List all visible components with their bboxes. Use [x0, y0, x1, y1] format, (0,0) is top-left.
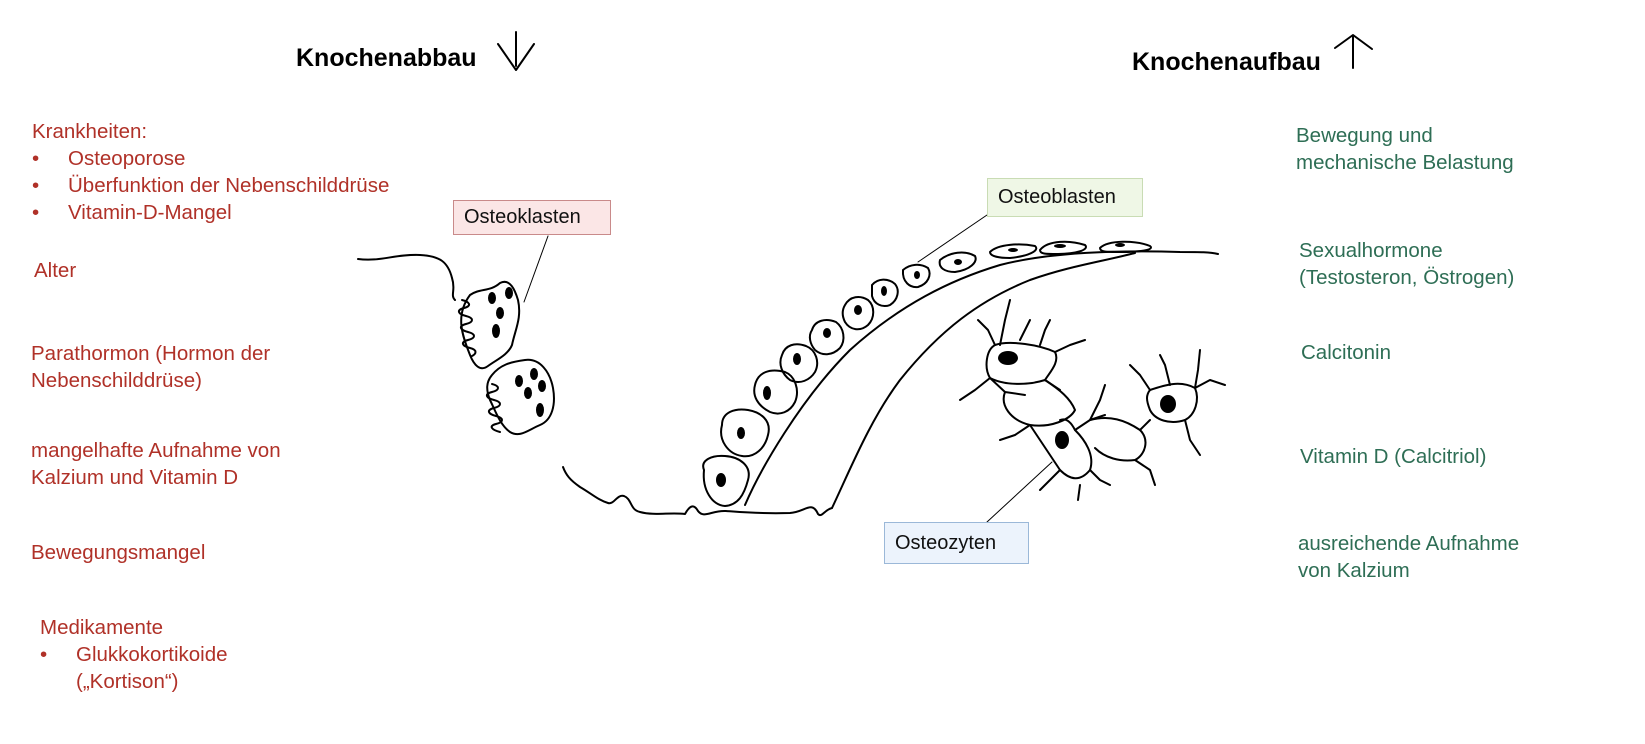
list-item-text: Glukkokortikoide („Kortison“)	[76, 641, 228, 695]
text-line: Glukkokortikoide	[76, 643, 228, 666]
bullet-icon: •	[32, 174, 40, 197]
bone-inner-line	[831, 252, 1136, 509]
bewegung-text: Bewegung und mechanische Belastung	[1296, 122, 1514, 176]
bullet-icon: •	[40, 643, 48, 666]
medikamente-block: Medikamente • Glukkokortikoide („Kortiso…	[40, 614, 228, 695]
osteozyten-label: Osteozyten	[884, 522, 1029, 564]
osteoblasten-pointer-line	[917, 214, 988, 263]
osteozyten-pointer-line	[986, 461, 1053, 523]
calcitonin-text: Calcitonin	[1301, 341, 1392, 364]
text-line: mechanische Belastung	[1296, 151, 1514, 174]
list-item: • Osteoporose	[32, 145, 389, 172]
heading-knochenaufbau: Knochenaufbau	[1132, 48, 1321, 76]
list-item-text: Überfunktion der Nebenschilddrüse	[68, 174, 390, 197]
arrow-up-icon	[1334, 34, 1373, 69]
text-line: mangelhafte Aufnahme von	[31, 439, 281, 462]
medikamente-title: Medikamente	[40, 616, 164, 639]
heading-knochenabbau: Knochenabbau	[296, 44, 477, 72]
bullet-icon: •	[32, 201, 40, 224]
resorption-pit-line	[562, 466, 833, 517]
list-item: • Glukkokortikoide („Kortison“)	[40, 641, 228, 695]
parathormon-text: Parathormon (Hormon der Nebenschilddrüse…	[31, 340, 270, 394]
list-item-text: Osteoporose	[68, 147, 186, 170]
bewegungsmangel-text: Bewegungsmangel	[31, 541, 206, 564]
list-item-text: Vitamin-D-Mangel	[68, 201, 232, 224]
text-line: Parathormon (Hormon der	[31, 342, 271, 365]
osteoklasten-label: Osteoklasten	[453, 200, 611, 235]
bullet-icon: •	[32, 147, 40, 170]
text-line: („Kortison“)	[76, 670, 179, 693]
list-item: • Vitamin-D-Mangel	[32, 199, 389, 226]
krankheiten-title: Krankheiten:	[32, 120, 148, 143]
osteoklasten-pointer-line	[523, 235, 549, 303]
osteoclast-cell	[458, 280, 521, 370]
sexualhormone-text: Sexualhormone (Testosteron, Östrogen)	[1299, 237, 1514, 291]
alter-text: Alter	[34, 259, 77, 282]
text-line: Nebenschilddrüse)	[31, 369, 202, 392]
list-item: • Überfunktion der Nebenschilddrüse	[32, 172, 389, 199]
text-line: Sexualhormone	[1299, 239, 1443, 262]
kalzium-text: ausreichende Aufnahme von Kalzium	[1298, 530, 1519, 584]
krankheiten-block: Krankheiten: • Osteoporose • Überfunktio…	[32, 118, 389, 226]
text-line: Kalzium und Vitamin D	[31, 466, 238, 489]
vitamin-d-text: Vitamin D (Calcitriol)	[1300, 445, 1487, 468]
osteocyte-cells	[959, 299, 1226, 501]
bone-surface-line	[357, 253, 456, 301]
arrow-down-icon	[497, 31, 535, 71]
mangelhafte-aufnahme-text: mangelhafte Aufnahme von Kalzium und Vit…	[31, 437, 281, 491]
text-line: ausreichende Aufnahme	[1298, 532, 1520, 555]
text-line: von Kalzium	[1298, 559, 1410, 582]
text-line: Bewegung und	[1296, 124, 1433, 147]
osteoblasten-label: Osteoblasten	[987, 178, 1143, 217]
text-line: (Testosteron, Östrogen)	[1299, 266, 1515, 289]
osteoclast-cell	[486, 358, 555, 436]
bone-upper-line	[744, 250, 1219, 506]
osteoblast-cells	[702, 240, 1152, 507]
